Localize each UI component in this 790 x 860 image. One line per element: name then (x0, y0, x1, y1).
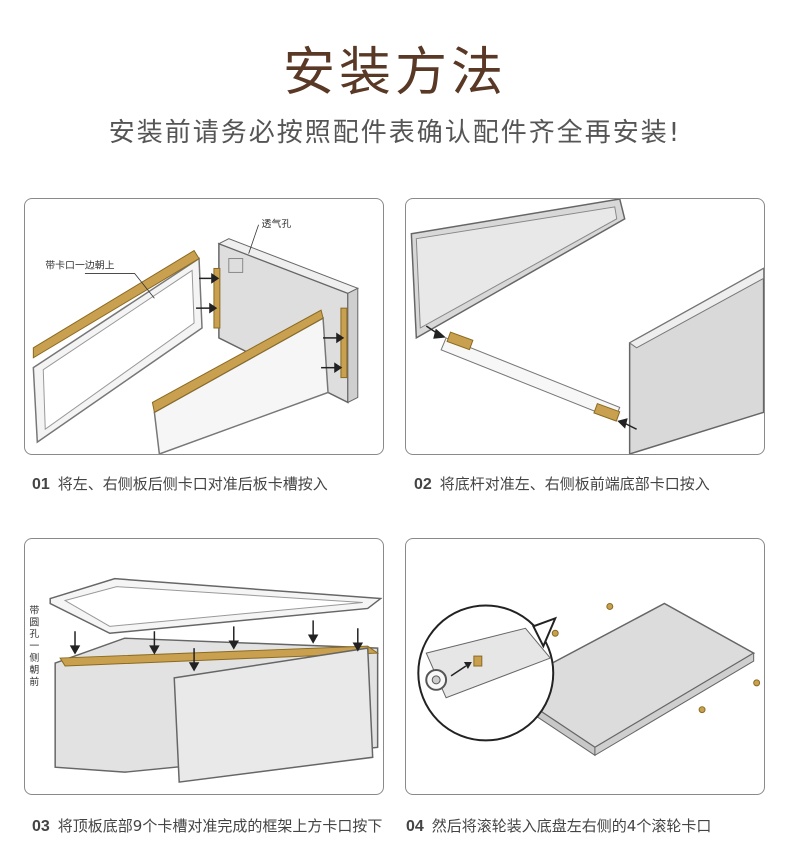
step-2-caption: 02 将底杆对准左、右侧板前端底部卡口按入 (414, 474, 784, 495)
step-4-caption: 04 然后将滚轮装入底盘左右侧的4个滚轮卡口 (406, 816, 786, 837)
step-3-text: 将顶板底部9个卡槽对准完成的框架上方卡口按下 (57, 817, 383, 835)
svg-text:带: 带 (29, 604, 39, 616)
step-3-caption: 03 将顶板底部9个卡槽对准完成的框架上方卡口按下 (32, 816, 392, 837)
svg-text:圆: 圆 (29, 616, 39, 628)
wheels-diagram (417, 602, 761, 757)
bottom-bar-diagram (410, 199, 764, 454)
svg-text:侧: 侧 (29, 651, 39, 664)
step-1-number: 01 (32, 476, 50, 493)
step-4-illustration (405, 538, 765, 795)
step-1-text: 将左、右侧板后侧卡口对准后板卡槽按入 (57, 475, 328, 493)
label-vent-hole: 透气孔 (262, 217, 292, 230)
step-4-text: 然后将滚轮装入底盘左右侧的4个滚轮卡口 (431, 817, 712, 835)
side-panels-diagram: 带卡口一边朝上 透气孔 (32, 217, 360, 454)
svg-text:一: 一 (29, 641, 39, 652)
step-1-illustration: 带卡口一边朝上 透气孔 (24, 198, 384, 455)
svg-text:前: 前 (29, 675, 39, 688)
step-2-text: 将底杆对准左、右侧板前端底部卡口按入 (439, 475, 710, 493)
step-4-number: 04 (406, 818, 424, 835)
step-3-number: 03 (32, 818, 50, 835)
page-title: 安装方法 (282, 43, 507, 103)
page-subtitle: 安装前请务必按照配件表确认配件齐全再安装! (108, 118, 682, 148)
step-2-illustration (405, 198, 765, 455)
label-clip-side-up: 带卡口一边朝上 (45, 258, 114, 271)
svg-text:孔: 孔 (29, 628, 39, 640)
step-2-number: 02 (414, 476, 432, 493)
step-3-illustration: 带圆孔 一侧朝前 (24, 538, 384, 795)
svg-text:朝: 朝 (29, 664, 39, 676)
step-1-caption: 01 将左、右侧板后侧卡口对准后板卡槽按入 (32, 474, 392, 495)
